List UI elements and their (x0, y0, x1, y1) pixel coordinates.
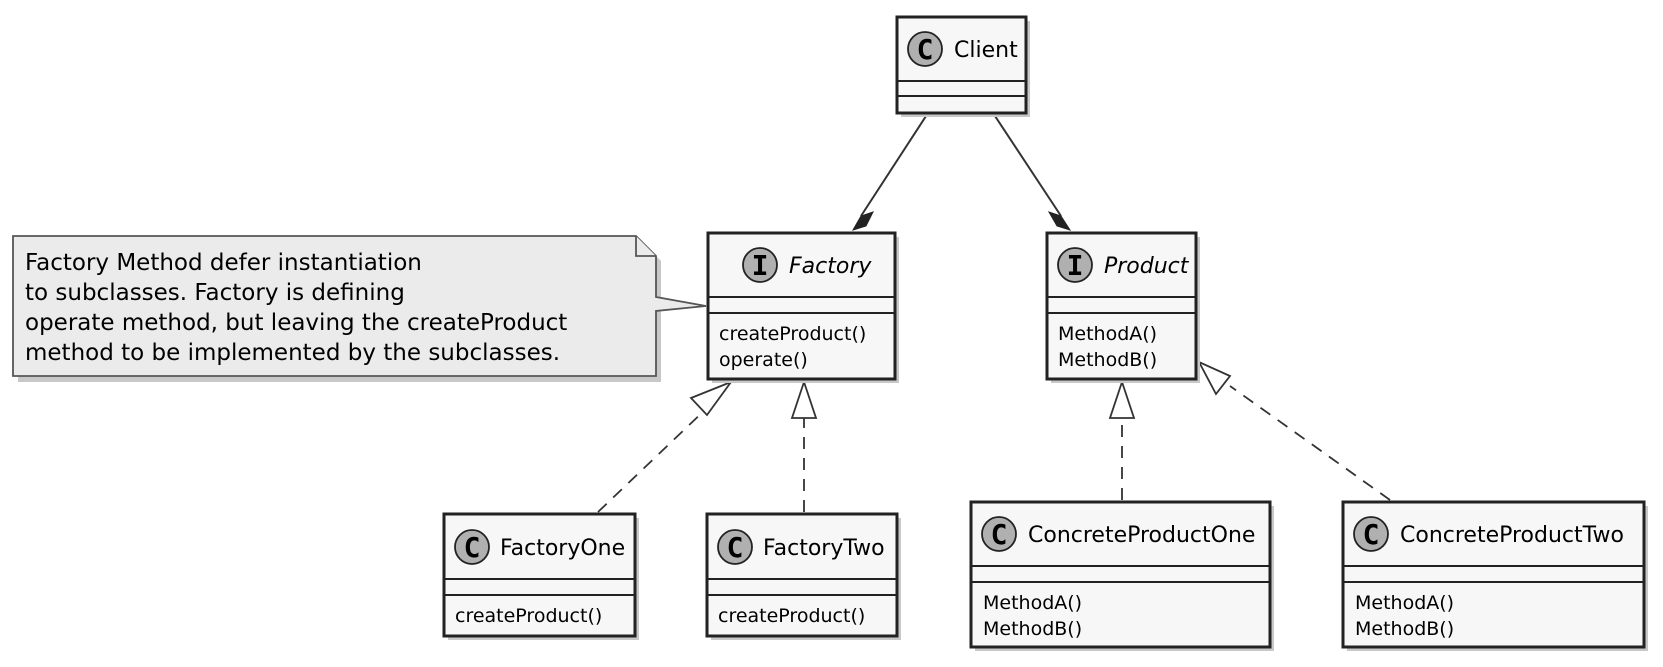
note-line-4: method to be implemented by the subclass… (25, 340, 560, 366)
note-line-2: to subclasses. Factory is defining (25, 280, 405, 306)
method: MethodB() (983, 618, 1082, 640)
class-factorytwo: C FactoryTwo createProduct() (705, 512, 901, 640)
svg-text:I: I (752, 249, 769, 282)
svg-text:C: C (917, 33, 934, 66)
interface-spot-icon (742, 247, 778, 283)
note: Factory Method defer instantiation to su… (12, 235, 707, 382)
class-spot-icon (454, 529, 490, 565)
svg-text:I: I (1067, 249, 1084, 282)
note-shape (12, 235, 707, 377)
svg-text:C: C (464, 531, 481, 564)
class-spot-icon (907, 31, 943, 67)
class-concreteproductone: C ConcreteProductOne MethodA() MethodB() (969, 500, 1274, 651)
composition-diamond-product (1047, 211, 1072, 231)
relation-factorytwo-factory (790, 379, 818, 512)
svg-text:C: C (991, 518, 1008, 551)
method: MethodA() (983, 592, 1082, 614)
realization-arrow-concreteproducttwo (1196, 360, 1232, 396)
relation-concreteproducttwo-product (1196, 360, 1391, 501)
interface-factory: I Factory createProduct() operate() (706, 231, 899, 383)
class-name: Product (1104, 254, 1190, 279)
method: MethodA() (1058, 323, 1157, 345)
class-name: FactoryTwo (763, 536, 885, 561)
method: MethodA() (1355, 592, 1454, 614)
note-line-1: Factory Method defer instantiation (25, 250, 422, 276)
interface-product: I Product MethodA() MethodB() (1045, 231, 1200, 383)
relation-client-factory (851, 112, 929, 231)
class-client: C Client (895, 15, 1030, 117)
svg-text:C: C (727, 531, 744, 564)
relation-concreteproductone-product (1108, 379, 1136, 500)
class-name: FactoryOne (500, 536, 625, 561)
class-name: Factory (789, 254, 872, 279)
composition-diamond-factory (851, 211, 874, 231)
realization-arrow-factorytwo (790, 379, 818, 419)
method: operate() (719, 349, 808, 371)
class-factoryone: C FactoryOne createProduct() (442, 512, 639, 640)
class-name: ConcreteProductTwo (1400, 523, 1624, 548)
method: createProduct() (455, 605, 602, 627)
method: createProduct() (719, 323, 866, 345)
svg-text:C: C (1363, 518, 1380, 551)
method: MethodB() (1058, 349, 1157, 371)
relation-client-product (992, 112, 1072, 231)
class-concreteproducttwo: C ConcreteProductTwo MethodA() MethodB() (1341, 500, 1648, 651)
class-spot-icon (981, 516, 1017, 552)
realization-arrow-factoryone (689, 380, 734, 417)
note-line-3: operate method, but leaving the createPr… (25, 310, 567, 336)
method: MethodB() (1355, 618, 1454, 640)
interface-spot-icon (1057, 247, 1093, 283)
class-spot-icon (717, 529, 753, 565)
method: createProduct() (718, 605, 865, 627)
realization-arrow-concreteproductone (1108, 379, 1136, 419)
class-name: Client (954, 38, 1018, 63)
class-name: ConcreteProductOne (1028, 523, 1255, 548)
class-spot-icon (1353, 516, 1389, 552)
relation-factoryone-factory (597, 380, 734, 513)
